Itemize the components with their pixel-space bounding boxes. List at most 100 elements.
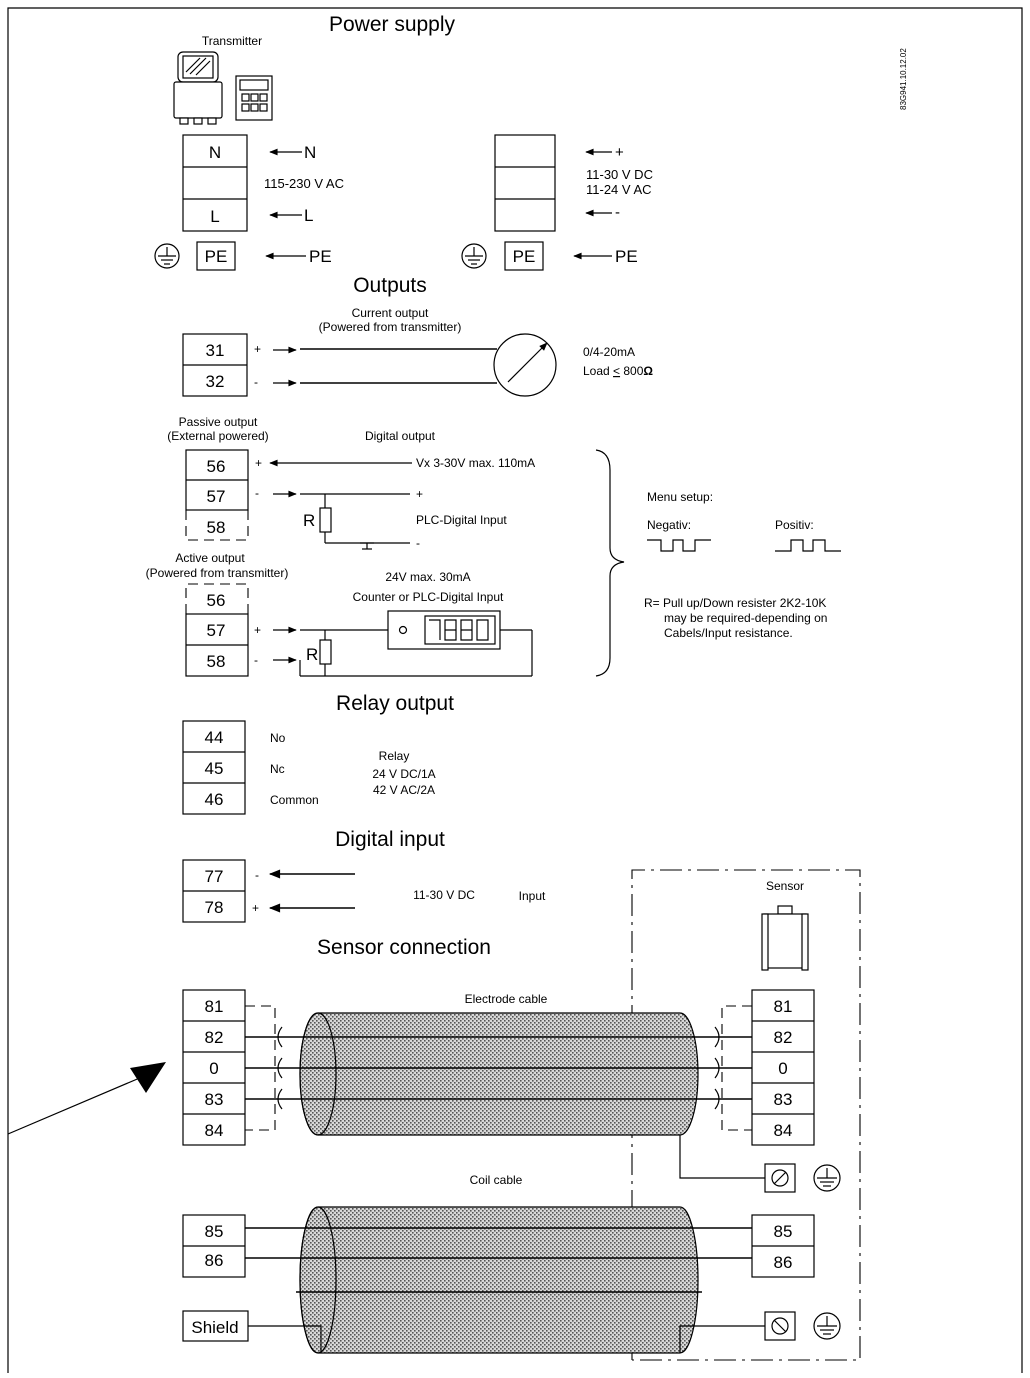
left-terminal-0: 0 — [209, 1059, 218, 1078]
dc-minus: - — [615, 204, 620, 221]
ac-terminal-block — [182, 134, 248, 232]
plc-plus: + — [416, 487, 423, 501]
shield-terminal-icon — [764, 1163, 796, 1193]
outputs-title: Outputs — [353, 274, 427, 297]
pe-terminal-ac-label: PE — [205, 247, 228, 266]
negativ-label: Negativ: — [647, 518, 691, 532]
digital-output-label: Digital output — [365, 429, 436, 443]
passive-terminal-58: 58 — [207, 518, 226, 537]
sensor-label: Sensor — [766, 879, 804, 893]
passive-output-subtitle: (External powered) — [167, 429, 268, 443]
n-wire-label: N — [304, 143, 316, 162]
terminal-46: 46 — [205, 790, 224, 809]
left-terminal-81: 81 — [205, 997, 224, 1016]
passive-output-title: Passive output — [179, 415, 258, 429]
relay-spec-ac: 42 V AC/2A — [373, 783, 435, 797]
relay-spec-dc: 24 V DC/1A — [372, 767, 435, 781]
resistor-note-2: may be required-depending on — [664, 611, 827, 625]
sensor-connection-title: Sensor connection — [317, 936, 491, 959]
relay-output-title: Relay output — [336, 692, 454, 715]
pe-wire-ac-label: PE — [309, 247, 332, 266]
resistor-active — [319, 639, 332, 665]
passive-terminal-57: 57 — [207, 487, 226, 506]
terminal-78: 78 — [205, 898, 224, 917]
terminal-n: N — [209, 143, 221, 162]
page-frame — [7, 7, 1023, 1373]
t31-plus: + — [254, 342, 261, 356]
passive-plus: + — [255, 456, 262, 470]
transmitter-compact-icon — [173, 51, 223, 125]
active-minus: - — [254, 653, 258, 667]
shield-label: Shield — [191, 1318, 238, 1337]
ammeter-gauge-icon — [493, 333, 557, 397]
terminal-77: 77 — [205, 867, 224, 886]
dc-plus: + — [615, 144, 624, 161]
relay-no: No — [270, 731, 286, 745]
terminal-l: L — [210, 207, 219, 226]
resistor-active-label: R — [306, 645, 318, 664]
active-output-spec: 24V max. 30mA — [385, 570, 470, 584]
left-terminal-83: 83 — [205, 1090, 224, 1109]
pe-terminal-dc — [504, 241, 544, 271]
dc-terminal-block — [494, 134, 556, 232]
load-spec: Load < 800Ω — [583, 364, 653, 378]
left-terminal-82: 82 — [205, 1028, 224, 1047]
negative-pulse-icon — [647, 539, 711, 552]
pe-wire-dc-label: PE — [615, 247, 638, 266]
resistor-note-1: R= Pull up/Down resister 2K2-10K — [644, 596, 826, 610]
terminal-45: 45 — [205, 759, 224, 778]
shield-terminal — [182, 1310, 249, 1342]
relay-terminal-block — [182, 720, 246, 815]
di-minus: - — [255, 868, 259, 882]
active-terminal-57: 57 — [207, 621, 226, 640]
active-output-title: Active output — [175, 551, 245, 565]
t32-minus: - — [254, 375, 258, 389]
positiv-label: Positiv: — [775, 518, 814, 532]
ground-icon — [461, 243, 487, 269]
pe-terminal-ac — [196, 241, 236, 271]
terminal-31: 31 — [206, 341, 225, 360]
resistor-passive — [319, 507, 332, 533]
sensor-terminal-block-left — [182, 989, 246, 1146]
active-terminal-56: 56 — [207, 591, 226, 610]
left-terminal-84: 84 — [205, 1121, 224, 1140]
plc-minus: - — [416, 536, 420, 550]
resistor-passive-label: R — [303, 511, 315, 530]
counter-label: Counter or PLC-Digital Input — [353, 590, 504, 604]
di-input-label: Input — [519, 889, 546, 903]
doc-code: 83G941.10.12.02 — [899, 48, 908, 110]
positive-pulse-icon — [775, 539, 841, 552]
relay-nc: Nc — [270, 762, 285, 776]
ground-icon — [154, 243, 180, 269]
di-voltage: 11-30 V DC — [413, 888, 475, 902]
pointer-arrow — [7, 1062, 166, 1135]
digital-input-title: Digital input — [335, 828, 445, 851]
counter-display-icon — [387, 610, 501, 650]
menu-setup-label: Menu setup: — [647, 490, 713, 504]
right-terminal-82: 82 — [774, 1028, 793, 1047]
dc-voltage-1: 11-30 V DC — [586, 167, 653, 182]
plc-digital-input: PLC-Digital Input — [416, 513, 507, 527]
electrode-cable — [299, 1012, 699, 1136]
coil-left-86: 86 — [205, 1251, 224, 1270]
ground-icon — [813, 1164, 841, 1192]
active-plus: + — [254, 623, 261, 637]
current-output-subtitle: (Powered from transmitter) — [319, 320, 462, 334]
relay-label: Relay — [379, 749, 410, 763]
right-terminal-83: 83 — [774, 1090, 793, 1109]
current-output-title: Current output — [352, 306, 429, 320]
pe-terminal-dc-label: PE — [513, 247, 536, 266]
sensor-terminal-block-right — [751, 989, 815, 1146]
dc-voltage-2: 11-24 V AC — [586, 182, 652, 197]
active-output-subtitle: (Powered from transmitter) — [146, 566, 289, 580]
menu-brace — [595, 449, 625, 677]
l-wire-label: L — [304, 206, 313, 225]
passive-minus: - — [255, 486, 259, 500]
coil-cable-label: Coil cable — [470, 1173, 523, 1187]
transmitter-wall-icon — [235, 75, 273, 121]
resistor-note-3: Cabels/Input resistance. — [664, 626, 793, 640]
electrode-cable-label: Electrode cable — [465, 992, 548, 1006]
di-plus: + — [252, 901, 259, 915]
